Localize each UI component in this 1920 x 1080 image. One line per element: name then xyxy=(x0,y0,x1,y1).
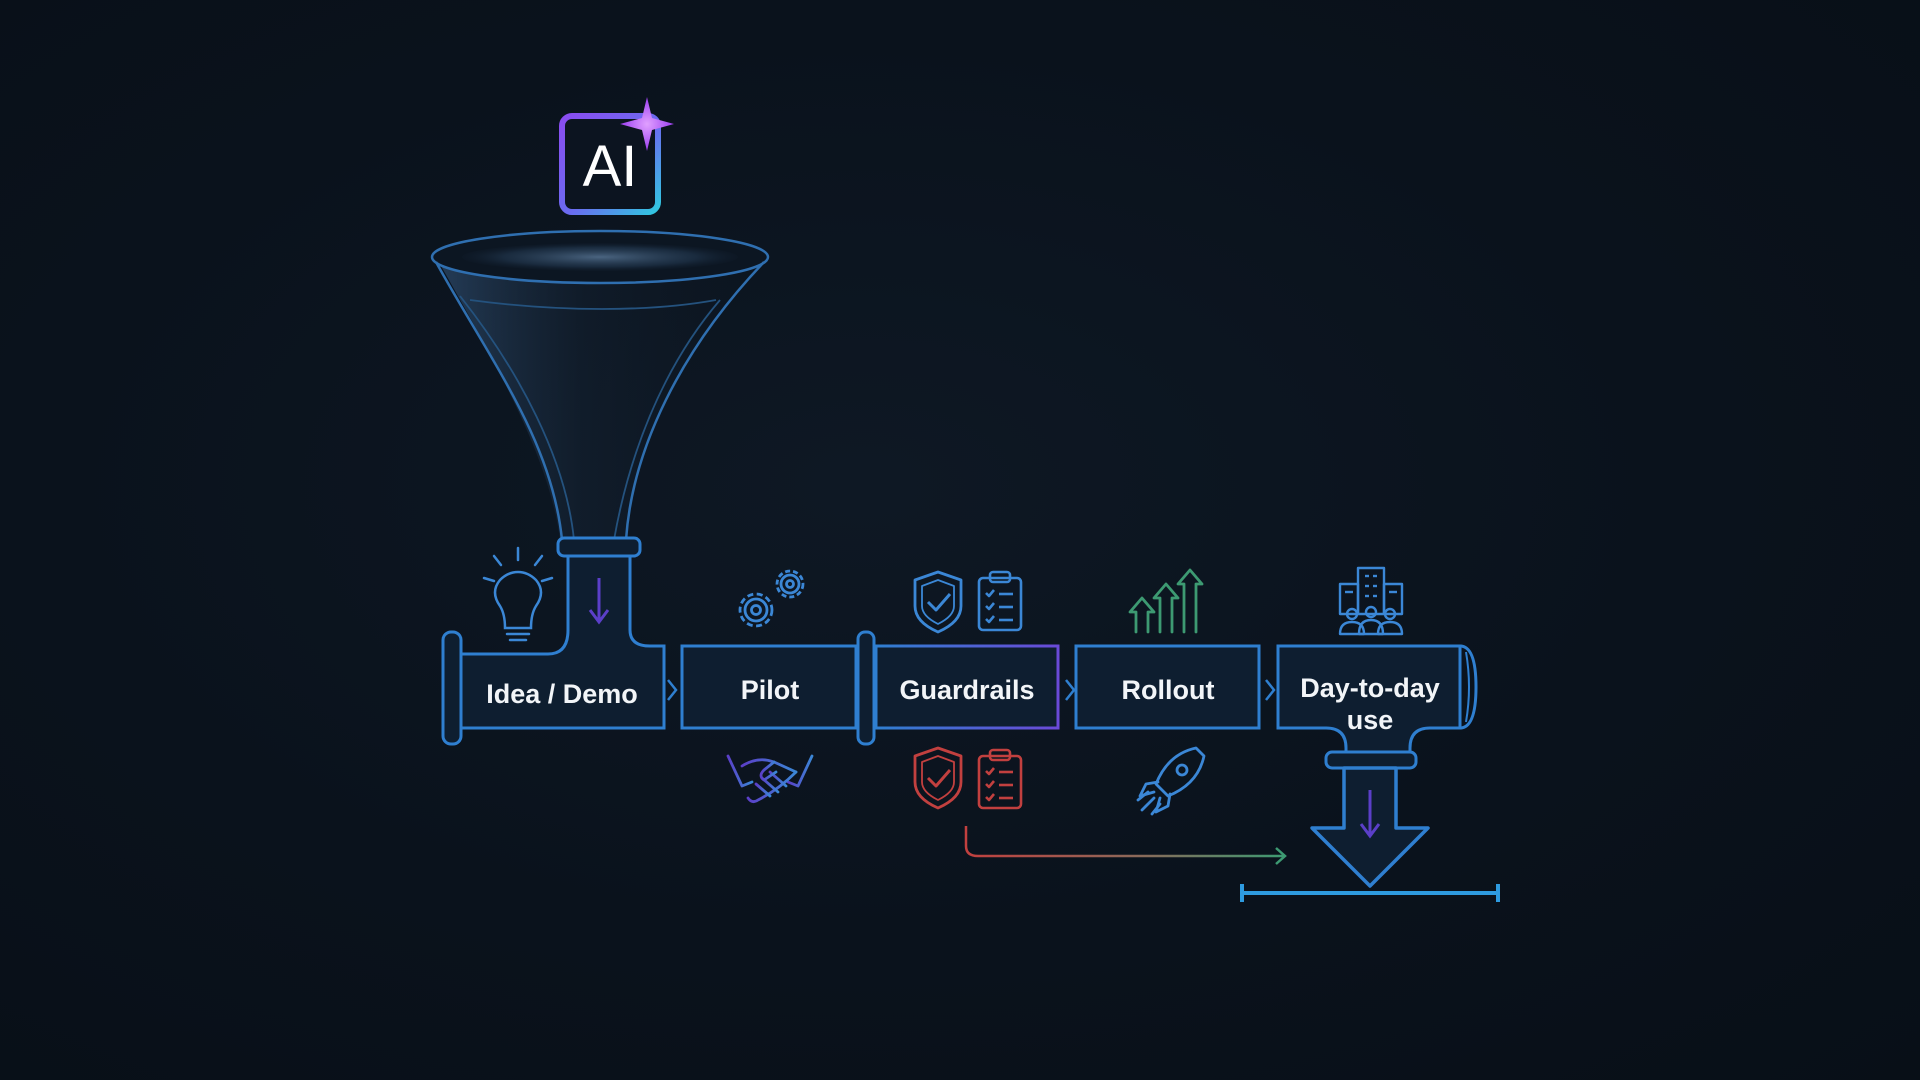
ai-logo-frame xyxy=(559,113,661,215)
shield-check-icon xyxy=(913,570,963,634)
stage-label-idea: Idea / Demo xyxy=(486,679,638,709)
pipeline xyxy=(441,554,1276,746)
funnel xyxy=(430,229,770,541)
drop-collar xyxy=(1324,750,1418,770)
handshake-icon xyxy=(726,754,814,803)
stage-label-guardrails: Guardrails xyxy=(899,675,1034,705)
clipboard-checklist-icon xyxy=(977,570,1023,632)
shield-check-icon-red xyxy=(913,746,963,810)
pipe-end-cap-right xyxy=(1459,644,1478,730)
office-building-icon xyxy=(1338,566,1404,636)
funnel-collar xyxy=(556,536,642,558)
rocket-icon xyxy=(1136,746,1206,816)
stage-box-rollout xyxy=(1074,644,1261,730)
flow-arrows xyxy=(588,578,1381,839)
base-line xyxy=(1240,884,1500,902)
stage-label-pilot: Pilot xyxy=(741,675,800,705)
growth-arrows-icon xyxy=(1128,568,1204,634)
feedback-arrow xyxy=(964,826,1284,858)
gears-icon xyxy=(738,569,805,628)
ai-logo-text: AI xyxy=(583,134,638,199)
clipboard-checklist-icon-red xyxy=(977,748,1023,810)
lightbulb-icon xyxy=(482,546,554,642)
stage-box-guardrails xyxy=(874,644,1060,730)
stage-label-daily-line1: Day-to-day xyxy=(1300,673,1440,703)
stage-label-rollout: Rollout xyxy=(1122,675,1215,705)
stage-box-pilot xyxy=(680,644,858,730)
sparkle-icon xyxy=(620,97,674,151)
ai-logo: AI xyxy=(559,97,674,215)
stage-label-daily-line2: use xyxy=(1347,705,1394,735)
